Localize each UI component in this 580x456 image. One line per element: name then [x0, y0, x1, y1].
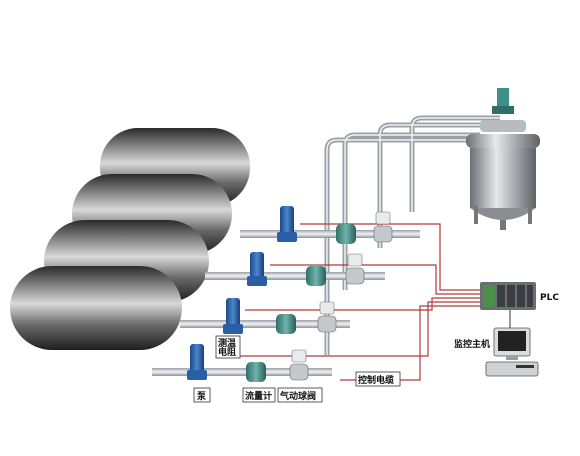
label-control-cable: 控制电缆 — [355, 371, 401, 387]
label-pump-text: 泵 — [197, 391, 207, 402]
ball-valve-4 — [289, 349, 309, 381]
label-plc: PLC — [540, 293, 559, 303]
storage-tank-4 — [10, 266, 182, 350]
label-ball-valve-text: 气动球阀 — [279, 390, 316, 402]
label-pump: 泵 — [193, 387, 211, 403]
flow-meter-4 — [246, 362, 266, 382]
ball-valve-2 — [345, 253, 365, 285]
label-flow-meter-text: 流量计 — [245, 390, 272, 402]
process-line-4 — [152, 368, 332, 376]
label-temp-resistor-line1: 测温 — [218, 337, 236, 349]
flow-meter-2 — [306, 266, 326, 286]
pump-1 — [277, 206, 297, 242]
pump-2 — [247, 252, 267, 286]
label-control-cable-text: 控制电缆 — [358, 374, 394, 386]
monitor-host-computer — [485, 310, 539, 377]
reactor-vessel — [466, 88, 540, 230]
label-monitor-host: 监控主机 — [454, 338, 490, 350]
process-line-1 — [240, 230, 420, 238]
ball-valve-3 — [317, 301, 337, 333]
plc-unit — [480, 282, 536, 310]
process-line-3 — [180, 320, 350, 328]
label-temp-resistor-line2: 电阻 — [218, 346, 236, 358]
label-temp-resistor: 测温 电阻 — [215, 335, 241, 359]
control-cables — [220, 223, 480, 381]
label-flow-meter: 流量计 — [242, 387, 276, 403]
pump-4 — [187, 344, 207, 380]
flow-meter-1 — [336, 224, 356, 244]
flow-meter-3 — [276, 314, 296, 334]
process-line-2 — [205, 272, 385, 280]
ball-valve-1 — [373, 211, 393, 243]
pump-3 — [223, 298, 243, 334]
label-pneumatic-ball-valve: 气动球阀 — [277, 387, 323, 403]
